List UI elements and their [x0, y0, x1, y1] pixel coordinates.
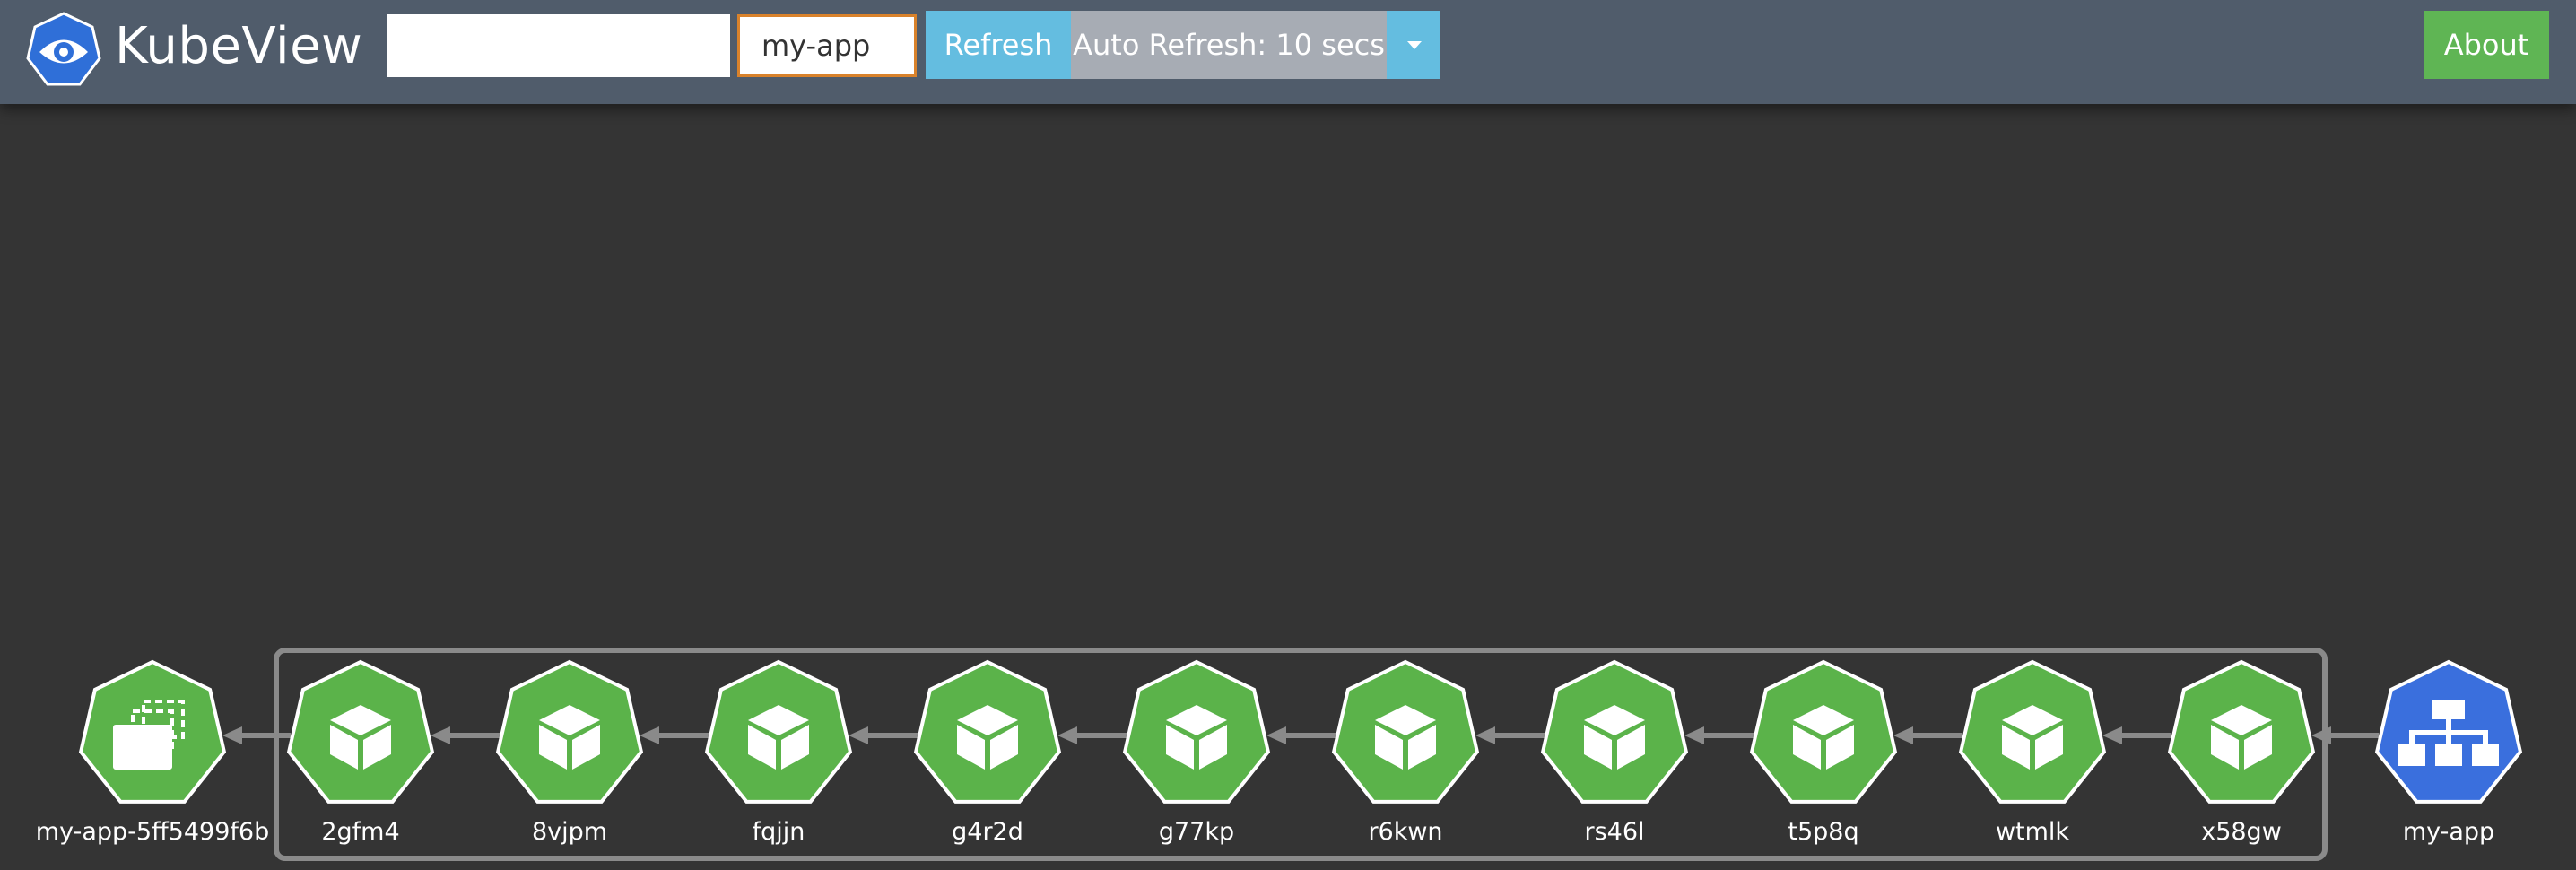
link-arrow	[222, 726, 291, 744]
link-arrow	[2102, 726, 2171, 744]
about-button[interactable]: About	[2424, 11, 2549, 79]
replicaset-node[interactable]: my-app-5ff5499f6b	[36, 659, 269, 846]
node-label: x58gw	[2201, 818, 2282, 846]
service-node[interactable]: my-app	[2374, 659, 2523, 846]
node-label: wtmlk	[1996, 818, 2069, 846]
link-arrow	[1475, 726, 1545, 744]
link-arrow	[1057, 726, 1127, 744]
pod-node[interactable]: wtmlk	[1958, 659, 2107, 846]
pod-node[interactable]: rs46l	[1540, 659, 1689, 846]
pod-icon	[2211, 705, 2272, 770]
caret-down-icon	[1407, 41, 1422, 49]
pod-node[interactable]: x58gw	[2167, 659, 2316, 846]
navbar: KubeView Refresh Auto Refresh: 10 secs A…	[0, 0, 2576, 104]
pod-icon	[1793, 705, 1854, 770]
namespace-input[interactable]	[737, 14, 917, 77]
link-arrow	[431, 726, 500, 744]
node-label: 2gfm4	[321, 818, 399, 846]
app-title: KubeView	[115, 17, 363, 75]
node-label: g4r2d	[952, 818, 1023, 846]
node-label: fqjjn	[753, 818, 805, 846]
eye-icon	[26, 12, 101, 86]
filter-input[interactable]	[387, 14, 730, 77]
node-label: t5p8q	[1788, 818, 1858, 846]
pod-node[interactable]: r6kwn	[1331, 659, 1480, 846]
pod-node[interactable]: g4r2d	[913, 659, 1062, 846]
node-label: r6kwn	[1368, 818, 1442, 846]
link-arrow	[1893, 726, 1962, 744]
pod-node[interactable]: 2gfm4	[286, 659, 435, 846]
pod-icon	[1584, 705, 1645, 770]
link-arrow	[2311, 726, 2379, 744]
link-arrow	[640, 726, 709, 744]
pod-icon	[539, 705, 600, 770]
pod-icon	[1166, 705, 1227, 770]
pod-icon	[748, 705, 809, 770]
pod-node[interactable]: 8vjpm	[495, 659, 644, 846]
link-arrow	[1684, 726, 1754, 744]
pod-node[interactable]: g77kp	[1122, 659, 1271, 846]
pod-icon	[2002, 705, 2063, 770]
auto-refresh-button[interactable]: Auto Refresh: 10 secs	[1071, 11, 1387, 79]
node-label: my-app	[2403, 818, 2494, 846]
pod-icon	[957, 705, 1018, 770]
service-icon	[2398, 700, 2499, 766]
link-arrow	[849, 726, 918, 744]
link-arrow	[1266, 726, 1336, 744]
node-label: 8vjpm	[532, 818, 607, 846]
pod-icon	[330, 705, 391, 770]
pod-node[interactable]: fqjjn	[704, 659, 853, 846]
pod-node[interactable]: t5p8q	[1749, 659, 1898, 846]
node-label: rs46l	[1584, 818, 1644, 846]
auto-refresh-dropdown-button[interactable]	[1387, 11, 1440, 79]
refresh-button[interactable]: Refresh	[926, 11, 1071, 79]
deployment-group-box	[274, 648, 2328, 861]
node-label: my-app-5ff5499f6b	[36, 818, 269, 846]
pod-icon	[1375, 705, 1436, 770]
node-label: g77kp	[1159, 818, 1234, 846]
replicaset-icon	[113, 700, 185, 770]
